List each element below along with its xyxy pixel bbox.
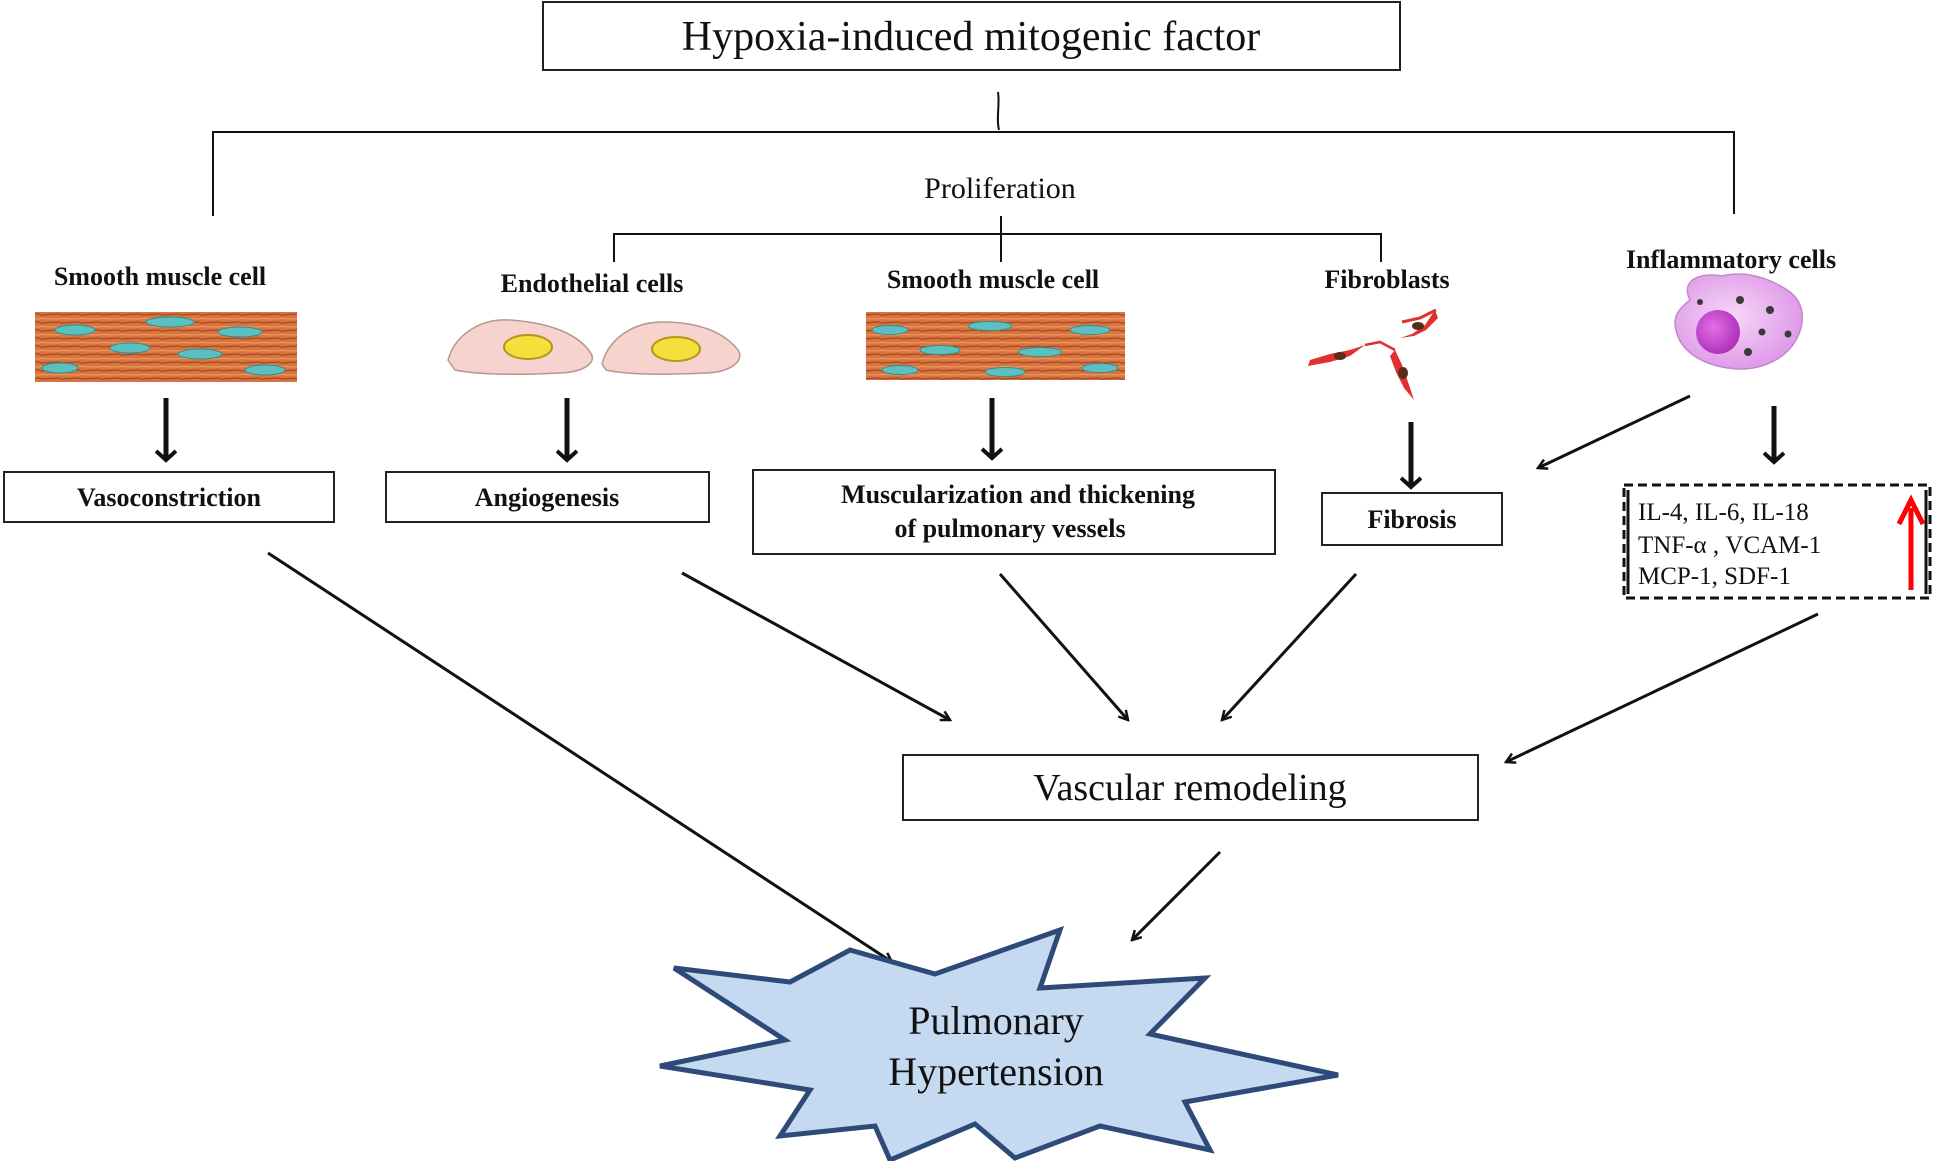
angiogenesis-node: Angiogenesis (385, 471, 710, 523)
endothelial-illustration (447, 319, 741, 375)
cell-label-endothelial: Endothelial cells (501, 269, 684, 298)
outcome-label-line1: Pulmonary (908, 998, 1084, 1043)
vascular-remodeling-label: Vascular remodeling (1033, 767, 1346, 809)
cytokine-line-1: IL-4, IL-6, IL-18 (1638, 499, 1809, 526)
cytokine-line-3: MCP-1, SDF-1 (1638, 563, 1791, 590)
vasoconstriction-label: Vasoconstriction (77, 483, 261, 512)
vascular-remodeling-node: Vascular remodeling (902, 754, 1479, 821)
arrow-muscularization-to-remodeling (998, 573, 1128, 720)
smooth-muscle-illustration-center (866, 312, 1125, 380)
proliferation-label: Proliferation (924, 172, 1076, 205)
title-text: Hypoxia-induced mitogenic factor (682, 14, 1260, 60)
fibroblast-illustration (1308, 308, 1438, 400)
fibrosis-label: Fibrosis (1367, 505, 1456, 534)
cell-label-smooth-muscle-left: Smooth muscle cell (54, 262, 266, 291)
cell-label-fibroblasts: Fibroblasts (1324, 265, 1449, 294)
arrow-angiogenesis-to-remodeling (681, 571, 950, 722)
vasoconstriction-node: Vasoconstriction (3, 471, 335, 523)
cytokine-node: IL-4, IL-6, IL-18 TNF-α , VCAM-1 MCP-1, … (1622, 483, 1932, 600)
cytokine-line-2: TNF-α , VCAM-1 (1638, 532, 1821, 559)
outcome-label-line2: Hypertension (888, 1049, 1104, 1094)
arrow-remodeling-to-hypertension (1132, 850, 1222, 940)
proliferation-bracket (613, 233, 1382, 262)
upregulation-arrow-icon (1896, 494, 1926, 590)
arrow-vasoconstriction-to-hypertension (267, 551, 892, 962)
angiogenesis-label: Angiogenesis (475, 483, 619, 512)
arrow-inflammatory-to-fibrosis (1538, 394, 1691, 468)
muscularization-node: Muscularization and thickening of pulmon… (752, 469, 1276, 555)
cell-label-smooth-muscle-center: Smooth muscle cell (887, 265, 1099, 294)
arrow-cytokines-to-remodeling (1506, 612, 1819, 762)
title-stem (996, 91, 1000, 131)
muscularization-label-line1: Muscularization and thickening (841, 480, 1195, 509)
branch-connectors (212, 91, 1735, 262)
pulmonary-hypertension-node: Pulmonary Hypertension (659, 925, 1339, 1161)
title-box (542, 1, 1401, 71)
top-bracket (212, 131, 1735, 216)
cytokine-box (1622, 483, 1932, 600)
title-node: Hypoxia-induced mitogenic factor (542, 1, 1401, 71)
smooth-muscle-illustration-left (35, 312, 297, 382)
muscularization-label-line2: of pulmonary vessels (894, 514, 1125, 543)
arrow-fibrosis-to-remodeling (1222, 572, 1358, 720)
cell-label-inflammatory: Inflammatory cells (1626, 245, 1836, 274)
inflammatory-cell-illustration (1674, 273, 1803, 370)
fibrosis-node: Fibrosis (1321, 492, 1503, 546)
starburst-shape (659, 925, 1339, 1161)
